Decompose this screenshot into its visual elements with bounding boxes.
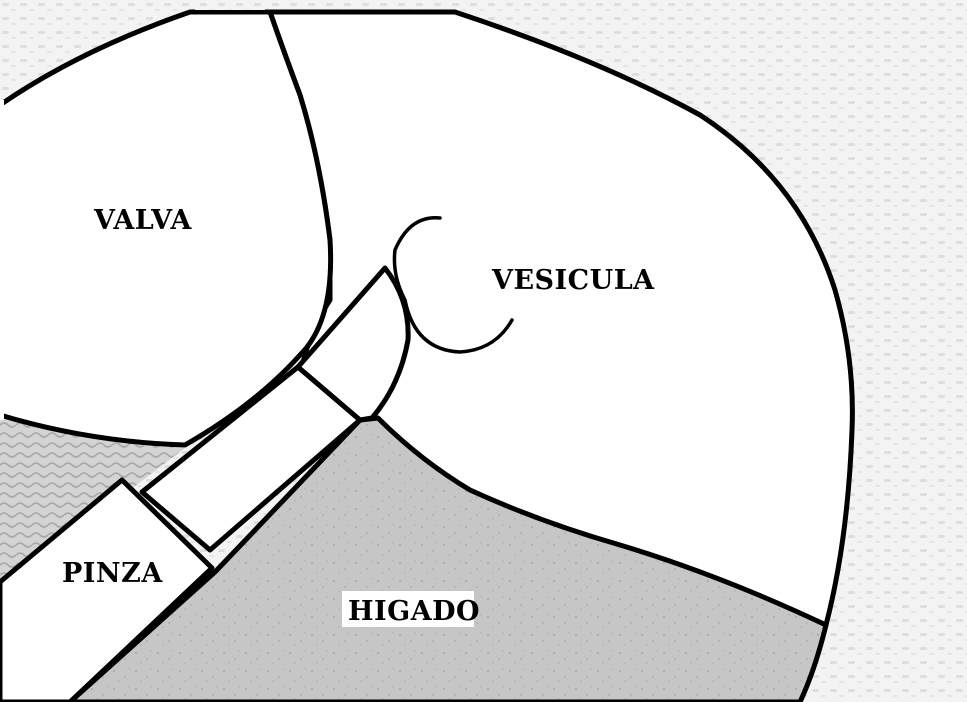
label-vesicula: VESICULA (491, 265, 655, 296)
label-pinza: PINZA (62, 558, 163, 589)
label-higado: HIGADO (348, 596, 480, 627)
label-valva: VALVA (93, 205, 192, 236)
